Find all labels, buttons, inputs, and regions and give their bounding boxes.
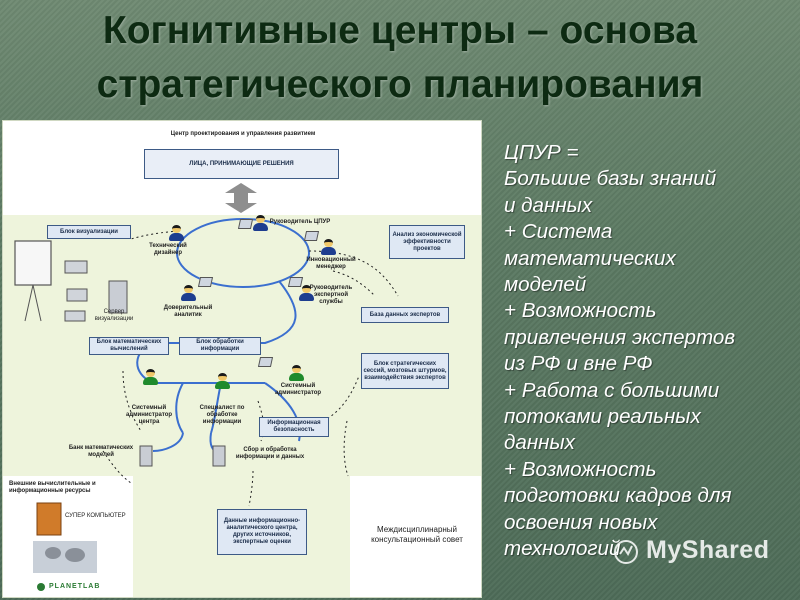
decision-makers-box: ЛИЦА, ПРИНИМАЮЩИЕ РЕШЕНИЯ [144,149,339,179]
vis-block-box: Блок визуализации [47,225,131,239]
strategic-block-box: Блок стратегических сессий, мозговых шту… [361,353,449,389]
laptop-icon [303,231,320,241]
sys-admin-label: Системный администратор [274,383,322,396]
slide-title-line-1: Когнитивные центры – основа [102,9,698,52]
cpur-description: ЦПУР = Большие базы знаний и данных + Си… [504,141,736,561]
innov-manager-label: Инновационный менеджер [306,257,356,270]
sys-admin-center-avatar [143,369,159,385]
analysis-box: Анализ экономической эффективности проек… [389,225,465,259]
external-resources-label: Внешние вычислительные и информационные … [9,481,96,494]
expert-head-label: Руководитель экспертной службы [309,285,353,305]
data-sources-box: Данные информационно-аналитического цент… [217,509,307,555]
math-models-bank-label: Банк математических моделей [68,445,134,458]
planetlab-label: PLANETLAB [49,583,101,590]
cpur-head-avatar [253,215,269,231]
watermark: MyShared [646,536,770,564]
laptop-icon [257,357,274,367]
info-specialist-avatar [215,373,231,389]
info-specialist-label: Специалист по обработке информации [199,405,245,425]
supercomputer-label: СУПЕР КОМПЬЮТЕР [65,513,126,519]
expert-head-avatar [299,285,315,301]
innov-manager-avatar [321,239,337,255]
sys-admin-center-label: Системный администратор центра [125,405,173,425]
diagram-header: Центр проектирования и управления развит… [170,131,316,137]
info-security-box: Информационная безопасность [259,417,329,437]
laptop-icon [197,277,214,287]
cpur-diagram: Центр проектирования и управления развит… [2,120,482,598]
viz-server-label: Сервер визуализации [94,309,134,322]
tech-designer-label: Технический дизайнер [149,243,187,256]
sys-admin-avatar [289,365,305,381]
trusted-analyst-avatar [181,285,197,301]
expert-base-box: База данных экспертов [361,307,449,323]
slide-title: Когнитивные центры – основа стратегическ… [40,4,760,112]
myshared-logo-icon [614,540,638,564]
cpur-head-label: Руководитель ЦПУР [269,219,331,225]
info-collection-label: Сбор и обработка информации и данных [235,447,305,460]
laptop-icon [237,219,254,229]
consult-council-label: Междисциплинарный консультационный совет [371,525,463,544]
laptop-icon [287,277,304,287]
math-block-box: Блок математических вычислений [89,337,169,355]
info-block-box: Блок обработки информации [179,337,261,355]
trusted-analyst-label: Доверительный аналитик [163,305,213,318]
tech-designer-avatar [169,225,185,241]
slide-title-line-2: стратегического планирования [96,63,704,106]
